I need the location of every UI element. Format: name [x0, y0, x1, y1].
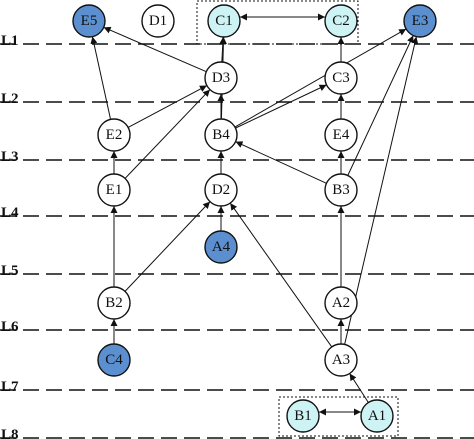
edge-b2-to-d2 [124, 201, 211, 292]
node-c2-label: C2 [332, 13, 350, 29]
node-a1-circle [360, 399, 394, 433]
node-c1[interactable]: C1 [207, 4, 241, 38]
node-b4[interactable]: B4 [204, 118, 238, 152]
node-e5[interactable]: E5 [72, 4, 106, 38]
node-d2-label: D2 [212, 182, 230, 198]
node-e4-label: E4 [333, 127, 350, 143]
node-d3-circle [204, 61, 238, 95]
node-e4[interactable]: E4 [324, 118, 358, 152]
level-label-l8: L8 [1, 427, 19, 439]
edge-d3-to-e5 [103, 26, 207, 73]
node-b4-label: B4 [212, 127, 230, 143]
node-b3-circle [324, 173, 358, 207]
node-b1-label: B1 [294, 408, 312, 424]
node-c1-circle [207, 4, 241, 38]
node-b1-circle [286, 399, 320, 433]
node-a2[interactable]: A2 [324, 286, 358, 320]
node-e1[interactable]: E1 [97, 173, 131, 207]
node-e3[interactable]: E3 [403, 4, 437, 38]
node-a1-label: A1 [368, 408, 386, 424]
edge-b3-to-e3 [347, 35, 414, 176]
node-e2-label: E2 [106, 127, 123, 143]
edge-b4-to-c3 [235, 84, 327, 129]
node-b4-circle [204, 118, 238, 152]
node-b1[interactable]: B1 [286, 399, 320, 433]
node-d1-circle [141, 4, 175, 38]
node-a3-circle [324, 343, 358, 377]
bottom-group-box [278, 396, 399, 437]
node-c4-label: C4 [105, 352, 123, 368]
node-a1[interactable]: A1 [360, 399, 394, 433]
node-c1-label: C1 [215, 13, 233, 29]
node-a3[interactable]: A3 [324, 343, 358, 377]
level-label-l4: L4 [1, 205, 19, 221]
node-c4[interactable]: C4 [97, 343, 131, 377]
node-a4-label: A4 [212, 239, 231, 255]
node-e1-label: E1 [106, 182, 123, 198]
edge-a3-to-e3 [344, 36, 419, 345]
node-groups [196, 0, 399, 437]
edges [90, 13, 419, 416]
top-group-box [196, 0, 359, 45]
node-d2[interactable]: D2 [204, 173, 238, 207]
edge-e2-to-d3 [127, 85, 208, 128]
node-e5-label: E5 [81, 13, 98, 29]
node-b2[interactable]: B2 [97, 286, 131, 320]
edge-a3-to-d2 [229, 202, 333, 348]
level-label-l3: L3 [1, 149, 19, 165]
edge-e2-to-e5 [90, 36, 112, 120]
edge-e1-to-d3 [124, 89, 211, 179]
node-e1-circle [97, 173, 131, 207]
node-a4[interactable]: A4 [204, 230, 238, 264]
node-c3[interactable]: C3 [324, 61, 358, 95]
node-b3-label: B3 [332, 182, 350, 198]
node-c3-circle [324, 61, 358, 95]
node-e3-circle [403, 4, 437, 38]
node-a2-label: A2 [332, 295, 350, 311]
level-label-l2: L2 [1, 91, 19, 107]
node-c2-circle [324, 4, 358, 38]
edge-a1-to-a3 [349, 373, 369, 403]
node-c3-label: C3 [332, 70, 350, 86]
level-label-l5: L5 [1, 263, 19, 279]
node-b3[interactable]: B3 [324, 173, 358, 207]
node-b2-circle [97, 286, 131, 320]
edge-b3-to-b4 [235, 141, 327, 184]
edge-b4-to-e3 [234, 28, 407, 128]
node-c4-circle [97, 343, 131, 377]
node-d3-label: D3 [212, 70, 230, 86]
node-e2-circle [97, 118, 131, 152]
node-e3-label: E3 [412, 13, 429, 29]
node-d1-label: D1 [149, 13, 167, 29]
node-e5-circle [72, 4, 106, 38]
level-label-l6: L6 [1, 319, 19, 335]
node-d1[interactable]: D1 [141, 4, 175, 38]
node-d2-circle [204, 173, 238, 207]
node-e2[interactable]: E2 [97, 118, 131, 152]
level-label-l7: L7 [1, 379, 19, 395]
node-a3-label: A3 [332, 352, 350, 368]
node-a4-circle [204, 230, 238, 264]
node-c2[interactable]: C2 [324, 4, 358, 38]
level-label-l1: L1 [1, 33, 19, 49]
node-d3[interactable]: D3 [204, 61, 238, 95]
node-b2-label: B2 [105, 295, 123, 311]
node-e4-circle [324, 118, 358, 152]
node-a2-circle [324, 286, 358, 320]
